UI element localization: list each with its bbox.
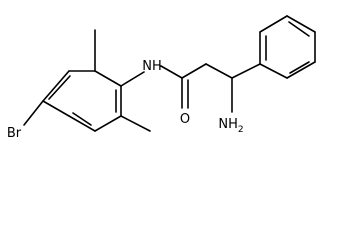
methyl-bottom <box>120 115 151 132</box>
structure-canvas: NH Br O NH2 <box>7 15 316 141</box>
amino-group-label: NH2 <box>218 117 243 135</box>
amino-nh-text: NH <box>218 117 238 132</box>
molecule-structure: NH Br O NH2 <box>7 15 316 141</box>
bromo-bond <box>23 100 44 126</box>
bromodimethylphenyl-ring <box>42 70 122 132</box>
amino-subscript: 2 <box>238 125 244 135</box>
amide-nh-label: NH <box>142 59 162 74</box>
phenyl-ring <box>231 15 316 79</box>
carbonyl-oxygen-label: O <box>180 112 190 127</box>
amide-linkage <box>120 63 233 109</box>
bromine-label: Br <box>7 126 22 141</box>
